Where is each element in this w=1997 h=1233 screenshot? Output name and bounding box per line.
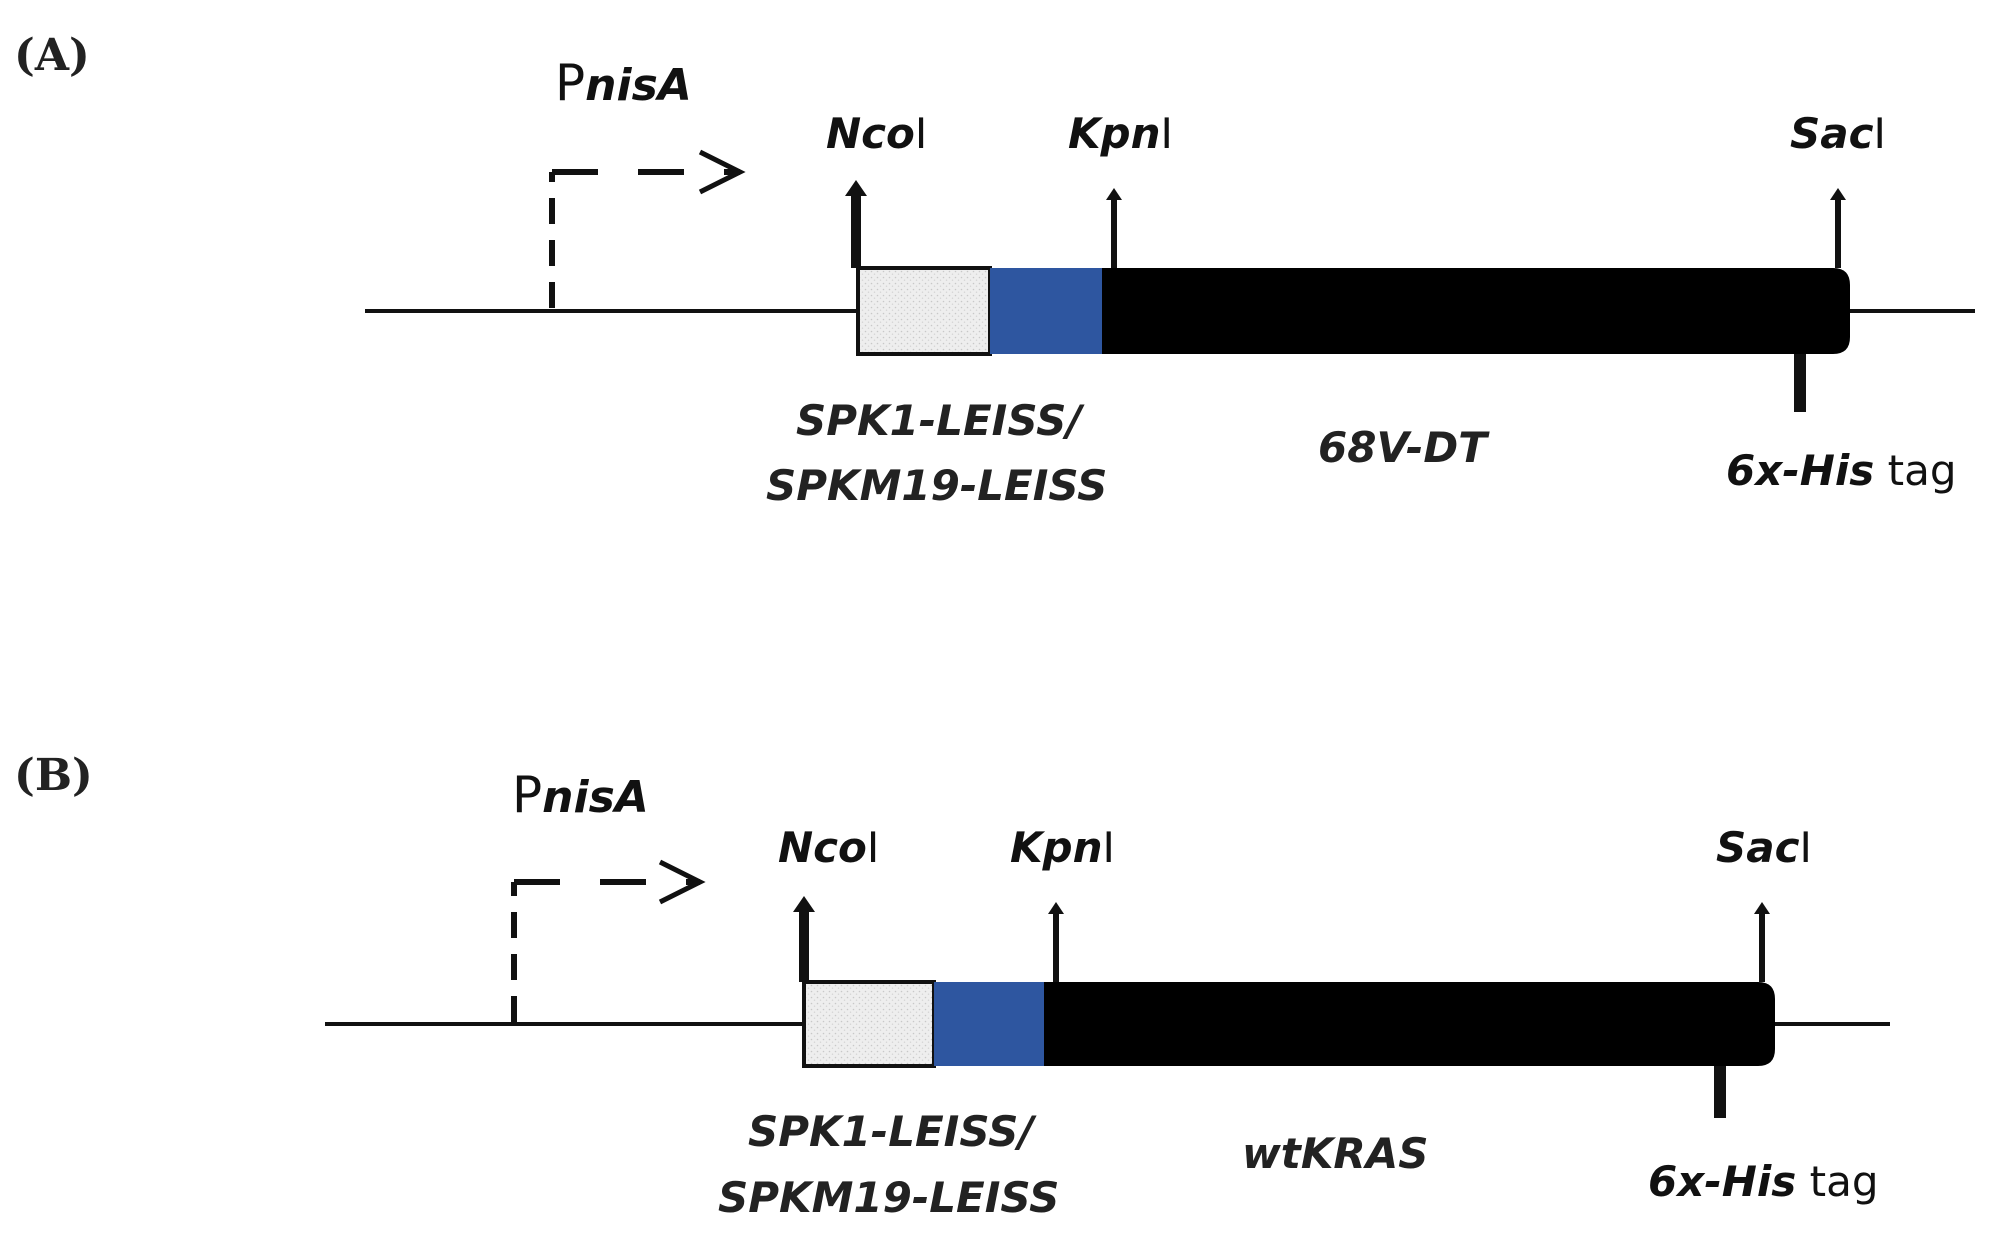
panel-b-ncoi-site: NcoI [778,823,879,982]
panel-a: (A) PnisA NcoI KpnI SacI [14,30,1975,510]
panel-a-ncoi-label: NcoI [826,109,927,158]
panel-b-promoter-arrow [511,859,706,1022]
panel-a-signal-peptide-box [856,266,992,356]
panel-a-saci-label: SacI [1790,109,1886,158]
panel-a-promoter-label: PnisA [555,54,692,112]
panel-a-promoter-arrow [549,149,746,308]
panel-b-linker-box [934,982,1044,1066]
panel-a-saci-site: SacI [1790,109,1886,268]
panel-b-his-tag-marker [1714,1066,1726,1118]
panel-b-gene-label: wtKRAS [1242,1129,1429,1178]
panel-a-tag-label: 6x-His tag [1726,446,1957,495]
panel-b-promoter-label: PnisA [512,766,649,824]
panel-a-his-tag-marker [1794,354,1806,412]
panel-a-signal-label-line2: SPKM19-LEISS [766,461,1107,510]
panel-b-saci-label: SacI [1716,823,1812,872]
panel-b-kpni-site: KpnI [1010,823,1115,982]
panel-a-gene-label: 68V-DT [1318,423,1490,472]
panel-b-label: (B) [14,750,93,801]
panel-b-ncoi-label: NcoI [778,823,879,872]
panel-a-ncoi-site: NcoI [826,109,927,268]
panel-b-saci-site: SacI [1716,823,1812,982]
panel-b-gene-box [1044,982,1775,1066]
panel-a-kpni-site: KpnI [1068,109,1173,268]
panel-b-signal-peptide-box [802,980,936,1068]
panel-a-linker-box [990,268,1102,354]
panel-b-signal-label-line2: SPKM19-LEISS [718,1173,1059,1222]
panel-a-gene-box [1102,268,1850,354]
panel-b: (B) PnisA NcoI KpnI SacI SPK1-LEIS [14,750,1890,1222]
panel-b-kpni-label: KpnI [1010,823,1115,872]
panel-b-tag-label: 6x-His tag [1648,1157,1879,1206]
panel-b-signal-label-line1: SPK1-LEISS/ [748,1107,1037,1156]
panel-a-kpni-label: KpnI [1068,109,1173,158]
panel-a-label: (A) [14,30,90,81]
panel-a-signal-label-line1: SPK1-LEISS/ [796,396,1085,445]
